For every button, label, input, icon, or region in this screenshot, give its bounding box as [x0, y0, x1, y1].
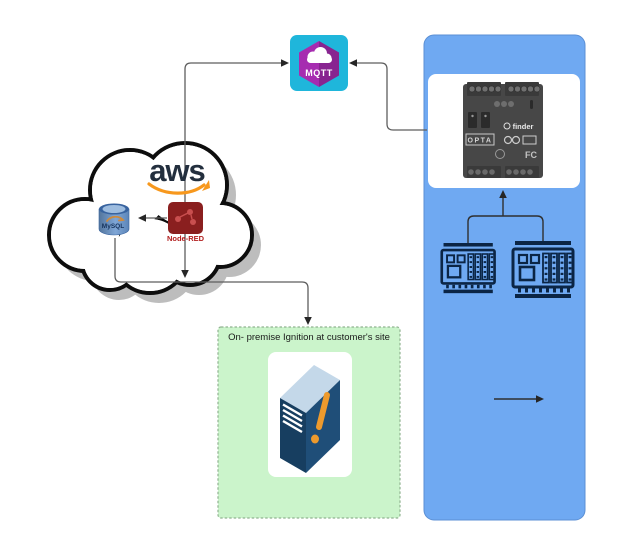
ignition-icon	[280, 365, 340, 473]
mysql-label: MySQL	[102, 223, 124, 230]
ul-mark-icon	[495, 149, 505, 159]
opta-switch	[468, 112, 477, 128]
connector-nodered-to-mqtt	[184, 62, 282, 271]
opta-device-image: OPTA finder FC	[463, 82, 543, 178]
onprem-label: On- premise Ignition at customer's site	[228, 332, 390, 343]
ignition-spark-icon	[311, 392, 330, 444]
connector-opta-to-mqtt	[357, 62, 427, 131]
node-red-glyph-icon	[175, 209, 196, 225]
arrowhead-down-from-nodered	[181, 270, 189, 278]
mqtt-cloud-icon	[307, 47, 332, 63]
opta-brand-label: finder	[513, 122, 534, 131]
aws-smile-arrow-tip	[202, 180, 210, 191]
arduino-logo-icon	[511, 135, 521, 145]
arrowhead-into-onprem	[304, 317, 312, 325]
connector-mysql-to-ignition	[114, 238, 309, 318]
opta-bottom-terminals	[468, 169, 533, 175]
opta-switch	[481, 112, 490, 128]
arrowhead-into-opta	[499, 190, 507, 198]
opta-top-terminals	[468, 85, 541, 93]
aws-smile-icon	[147, 182, 206, 195]
aws-logo-text: aws	[149, 153, 205, 188]
arrowhead-into-mysql	[138, 214, 146, 222]
opta-model-label: OPTA	[468, 138, 493, 145]
aws-logo: aws	[147, 153, 210, 195]
mqtt-icon: MQTT	[290, 35, 348, 91]
mysql-icon: MySQL	[98, 203, 130, 236]
arrowhead-into-mqtt-right	[349, 59, 357, 67]
ignition-stripes	[282, 403, 303, 434]
arrowhead-into-mqtt-left	[281, 59, 289, 67]
opta-cert-label: FC	[525, 150, 537, 160]
mysql-dolphin-icon	[106, 215, 125, 222]
mqtt-label: MQTT	[305, 68, 333, 78]
node-red-icon: Node-RED	[167, 202, 205, 243]
connector-plcs-to-opta	[467, 197, 544, 243]
arrowhead-panel-flow	[536, 395, 544, 403]
arduino-logo-icon	[503, 135, 513, 145]
node-red-label: Node-RED	[167, 234, 205, 243]
